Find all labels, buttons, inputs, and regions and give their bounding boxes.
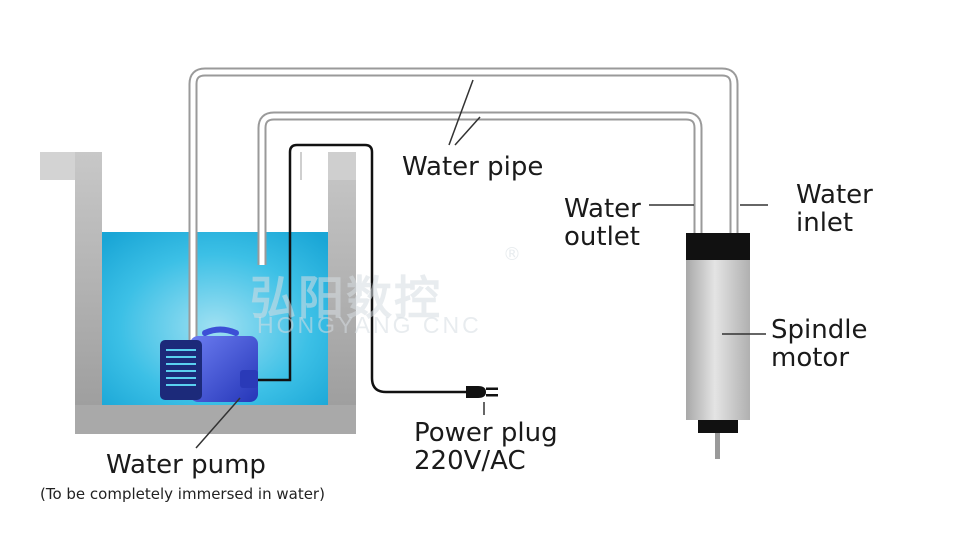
- label-water-outlet-line1: Water: [564, 194, 641, 224]
- watermark-english: HONGYANG CNC: [257, 312, 482, 338]
- label-water-inlet-line2: inlet: [796, 208, 854, 238]
- power-plug: [466, 386, 498, 398]
- label-water-outlet-line2: outlet: [564, 222, 640, 252]
- label-water-pump-note: (To be completely immersed in water): [40, 485, 325, 503]
- label-power-plug-line1: Power plug: [414, 418, 558, 448]
- label-spindle-motor-line2: motor: [771, 343, 850, 373]
- water-tank: [40, 152, 356, 434]
- water-pump: [160, 326, 258, 402]
- watermark-registered: ®: [503, 244, 521, 265]
- power-cable: [256, 143, 466, 394]
- label-water-inlet-line1: Water: [796, 180, 873, 210]
- label-power-plug-line2: 220V/AC: [414, 446, 526, 476]
- label-spindle-motor-line1: Spindle: [771, 315, 868, 345]
- leader-lines: [195, 79, 768, 449]
- label-water-pump: Water pump: [106, 450, 266, 480]
- spindle-motor: [686, 233, 750, 459]
- label-water-pipe: Water pipe: [402, 152, 544, 182]
- watermark-chinese: 弘阳数控: [250, 271, 442, 325]
